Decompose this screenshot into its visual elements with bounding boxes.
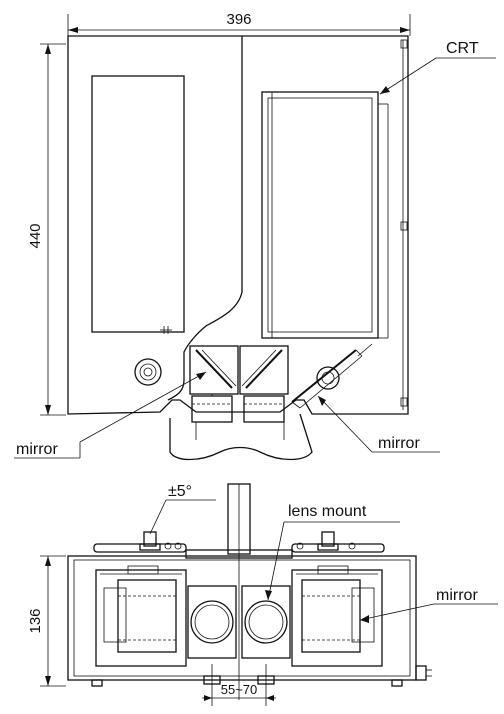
width-dimension-label: 396 xyxy=(226,11,251,28)
right-rotating-plate xyxy=(291,531,385,553)
lens-spacing-dimension-label: 55~70 xyxy=(221,682,258,697)
left-lens xyxy=(187,585,237,659)
front-height-dimension-label: 136 xyxy=(27,608,44,633)
right-lens xyxy=(241,585,291,659)
divider-curve xyxy=(167,36,243,401)
mirror-left-label: mirror xyxy=(16,441,58,458)
mirror-right-label: mirror xyxy=(378,435,420,452)
eyepiece-face-piece xyxy=(169,413,313,461)
center-mirror-assembly xyxy=(189,345,289,423)
right-diagonal-mirror xyxy=(291,343,373,409)
height-dimension: 440 xyxy=(27,43,66,416)
front-height-dimension: 136 xyxy=(27,555,66,687)
top-view: 396 440 xyxy=(14,11,496,461)
crt-label: CRT xyxy=(446,40,479,57)
left-rotating-plate xyxy=(93,531,187,553)
crt-unit xyxy=(261,91,389,339)
left-knob xyxy=(134,358,162,386)
housing-outline xyxy=(67,35,409,415)
tilt-label: ±5° xyxy=(168,483,192,500)
mirror-front-label: mirror xyxy=(436,587,478,604)
lens-spacing-dimension: 55~70 xyxy=(202,664,276,706)
right-mirror-block xyxy=(291,565,383,667)
height-dimension-label: 440 xyxy=(27,223,44,248)
front-housing xyxy=(67,555,417,681)
front-view: ±5° lens mount xyxy=(27,483,498,706)
width-dimension: 396 xyxy=(67,11,411,36)
left-screen-window xyxy=(91,75,185,333)
lens-mount-label: lens mount xyxy=(288,503,367,520)
left-mirror-block xyxy=(95,565,187,667)
